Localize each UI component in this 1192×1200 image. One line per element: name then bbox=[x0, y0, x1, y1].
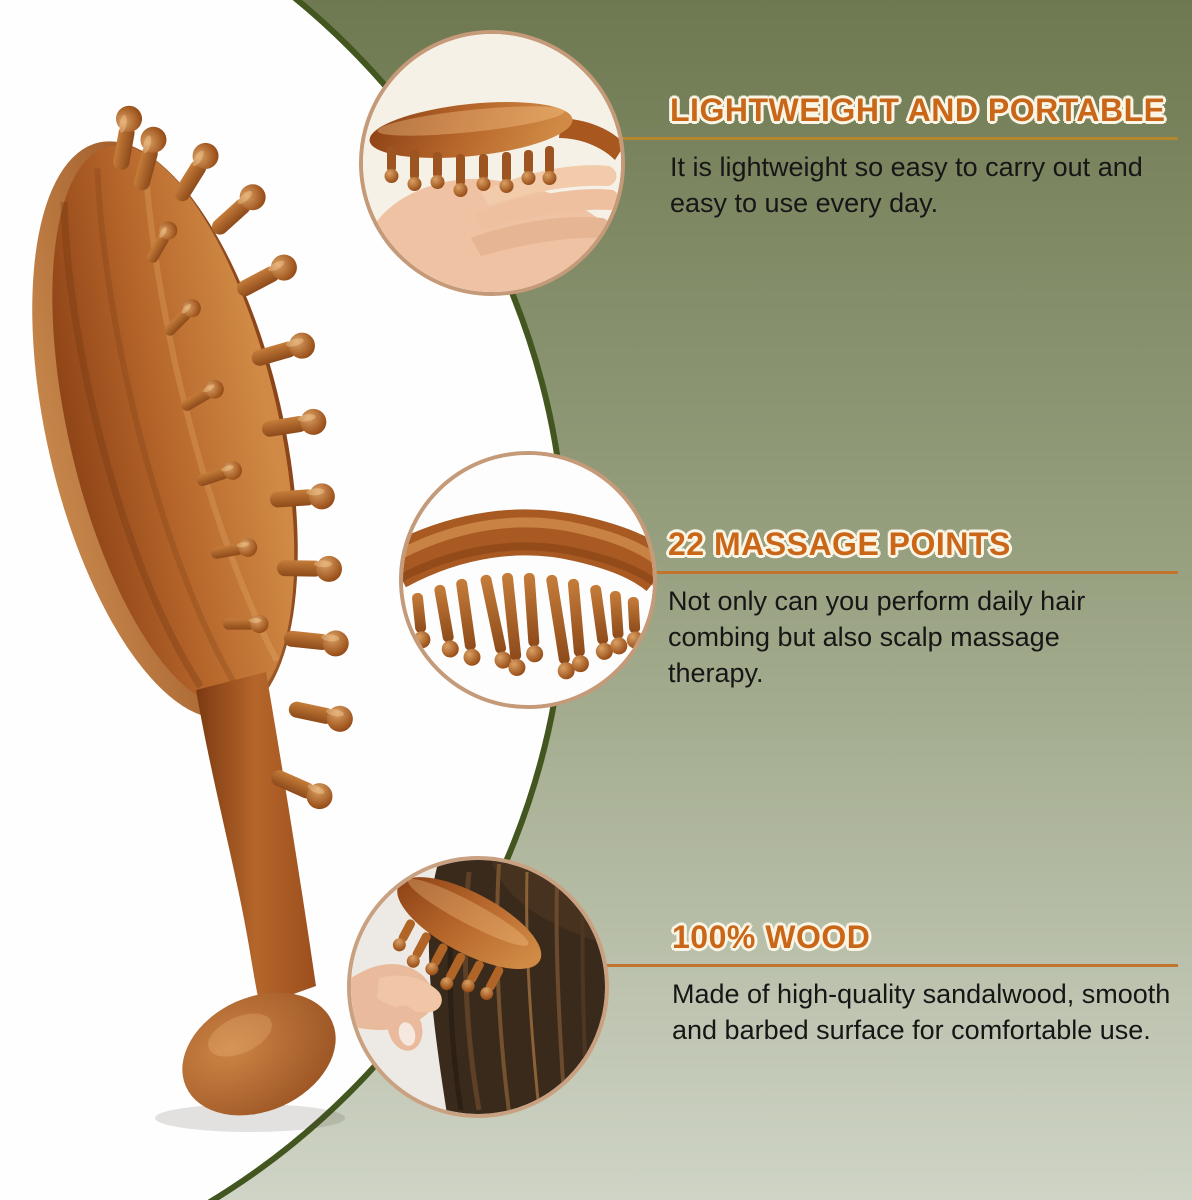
comb-closeup-illustration bbox=[403, 455, 653, 705]
inset-photo-comb-closeup bbox=[399, 451, 657, 709]
comb-bar bbox=[403, 509, 653, 592]
feature-wood: 100% WOOD Made of high-quality sandalwoo… bbox=[606, 919, 1192, 1048]
feature-lightweight-heading: LIGHTWEIGHT AND PORTABLE bbox=[670, 92, 1166, 128]
comb-handle bbox=[182, 672, 336, 1116]
open-palm bbox=[369, 165, 619, 292]
comb-in-palm bbox=[369, 102, 621, 197]
feature-lightweight-underline bbox=[620, 137, 1178, 140]
thumb-nail bbox=[398, 1022, 416, 1046]
feature-massage-points-heading: 22 MASSAGE POINTS bbox=[668, 526, 1011, 562]
comb-shadow bbox=[155, 1104, 345, 1132]
brushing-hair-illustration bbox=[351, 860, 605, 1114]
hand-holding-comb-illustration bbox=[363, 34, 621, 292]
feature-massage-points-underline bbox=[648, 571, 1178, 574]
feature-wood-heading: 100% WOOD bbox=[672, 919, 871, 955]
feature-massage-points: 22 MASSAGE POINTS Not only can you perfo… bbox=[648, 526, 1192, 691]
feature-massage-points-body: Not only can you perform daily hair comb… bbox=[668, 586, 1086, 688]
inset-photo-brushing-hair bbox=[347, 856, 609, 1118]
feature-lightweight-body: It is lightweight so easy to carry out a… bbox=[670, 152, 1143, 218]
feature-wood-underline bbox=[606, 964, 1178, 967]
feature-wood-body: Made of high-quality sandalwood, smooth … bbox=[672, 979, 1171, 1045]
comb-paddle bbox=[32, 141, 298, 719]
comb-pegs-closeup bbox=[412, 572, 644, 680]
hand-holding-comb bbox=[351, 963, 442, 1051]
inset-photo-hand-holding-comb bbox=[359, 30, 625, 296]
feature-lightweight: LIGHTWEIGHT AND PORTABLE It is lightweig… bbox=[620, 92, 1192, 221]
product-comb-photo bbox=[32, 103, 356, 1132]
comb-in-hair bbox=[392, 877, 542, 1001]
